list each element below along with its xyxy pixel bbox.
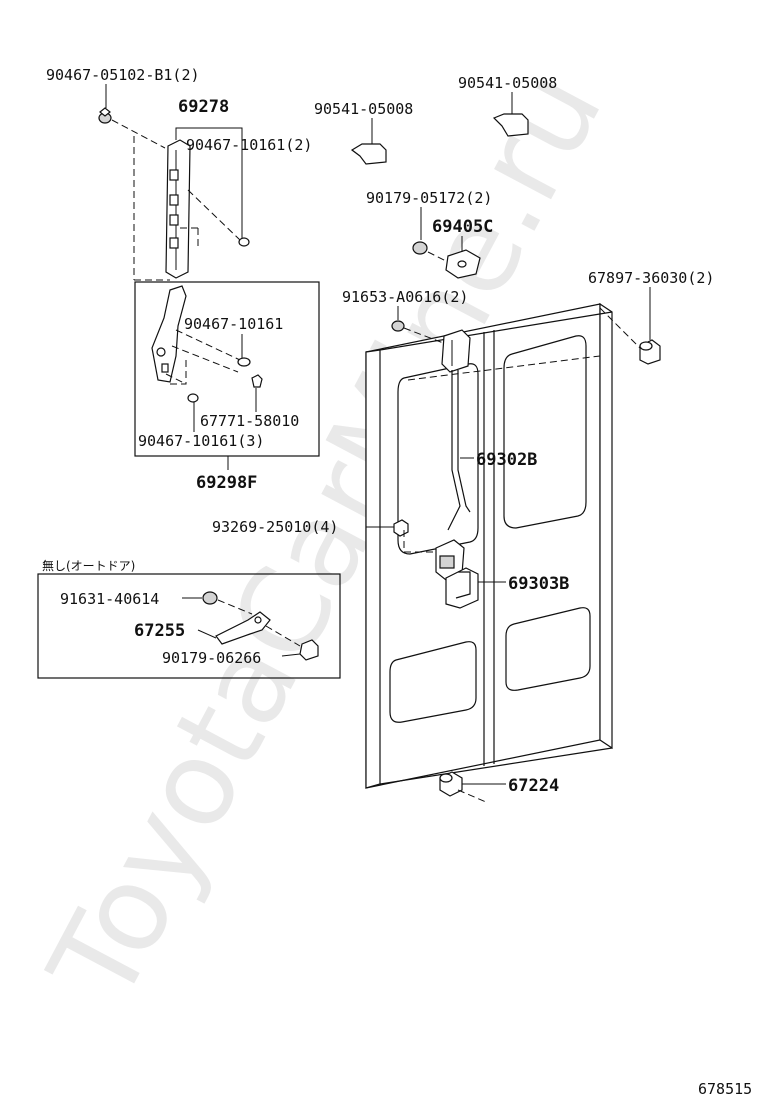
stopper-67897-36030[interactable] [639,339,661,365]
bolt-91653-a0616[interactable] [391,320,405,332]
leader-67255 [197,629,217,639]
label-90541-05008-b: 90541-05008 [458,74,557,92]
label-90541-05008-a: 90541-05008 [314,100,413,118]
part-69278-bracket[interactable] [165,139,191,279]
label-67897-36030: 67897-36030(2) [588,269,714,287]
label-90179-05172: 90179-05172(2) [366,189,492,207]
label-69302b: 69302B [476,450,537,470]
label-69303b: 69303B [508,574,569,594]
label-67224: 67224 [508,776,559,796]
bolt-91631-40614[interactable] [202,591,218,605]
rod-69302b[interactable] [447,370,471,531]
nut-90467-10161-c[interactable] [187,393,199,403]
label-90467-10161-3: 90467-10161(3) [138,432,264,450]
label-90467-10161-2: 90467-10161(2) [186,136,312,154]
label-91631-40614: 91631-40614 [60,590,159,608]
label-90467-05102-b1: 90467-05102-B1(2) [46,66,200,84]
label-69405c: 69405C [432,217,493,237]
bolt-90467-05102-b1[interactable] [98,107,112,124]
label-no-auto-door: 無し(オートドア) [42,558,135,573]
part-69298f-hinge[interactable] [151,285,187,383]
door-panel [365,302,613,789]
box-69298f [134,281,320,457]
box-no-auto-door [37,573,341,679]
clip-67771-58010[interactable] [251,374,263,388]
label-91653-a0616: 91653-A0616(2) [342,288,468,306]
label-93269-25010: 93269-25010(4) [212,518,338,536]
stopper-67224[interactable] [439,771,463,797]
diagram-id: 678515 [698,1080,752,1098]
label-69278: 69278 [178,97,229,117]
label-90179-06266: 90179-06266 [162,649,261,667]
leader-69278 [175,127,243,238]
door-hinge-upper[interactable] [441,329,471,373]
part-90541-05008-b[interactable] [492,113,529,137]
label-69298f: 69298F [196,473,257,493]
nut-90467-10161-b[interactable] [237,357,251,367]
label-67771-58010: 67771-58010 [200,412,299,430]
lever-67255[interactable] [215,611,271,645]
handle-69303b[interactable] [445,567,479,609]
label-67255: 67255 [134,621,185,641]
nut-90467-10161-a[interactable] [238,237,250,247]
label-90467-10161: 90467-10161 [184,315,283,333]
part-69405c-striker[interactable] [445,249,481,279]
nut-90179-05172[interactable] [412,241,428,255]
door-hinge-lower[interactable] [435,539,465,581]
screw-93269-25010[interactable] [393,519,409,537]
leader-90179-06266 [281,653,301,657]
part-90541-05008-a[interactable] [350,143,387,165]
